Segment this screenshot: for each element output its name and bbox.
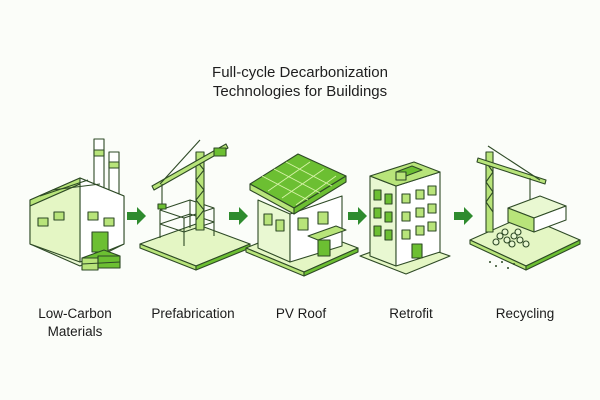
recycling-site-icon — [469, 145, 581, 271]
arrow-right-icon — [454, 207, 473, 225]
apartment-building-icon — [359, 161, 451, 275]
stage-label-line: Low-Carbon — [38, 306, 112, 321]
stage-label-retrofit: Retrofit — [356, 305, 466, 323]
crane-icon — [139, 139, 251, 271]
stage-label-line: Materials — [47, 324, 103, 339]
stage-label-line: Recycling — [495, 306, 555, 321]
diagram-title-line2: Technologies for Buildings — [212, 83, 388, 100]
factory-icon — [29, 138, 125, 271]
stage-label-line: Retrofit — [389, 306, 433, 321]
stage-label-low-carbon-materials: Low-Carbon Materials — [20, 305, 130, 341]
solar-house-icon — [245, 153, 359, 277]
diagram-title-line1: Full-cycle Decarbonization — [212, 64, 388, 81]
arrow-right-icon — [229, 207, 248, 225]
stage-label-line: Prefabrication — [151, 306, 235, 321]
stage-label-pv-roof: PV Roof — [246, 305, 356, 323]
arrow-right-icon — [348, 207, 367, 225]
stage-label-prefabrication: Prefabrication — [138, 305, 248, 323]
arrow-right-icon — [127, 207, 146, 225]
stage-label-line: PV Roof — [275, 306, 327, 321]
stage-label-recycling: Recycling — [470, 305, 580, 323]
